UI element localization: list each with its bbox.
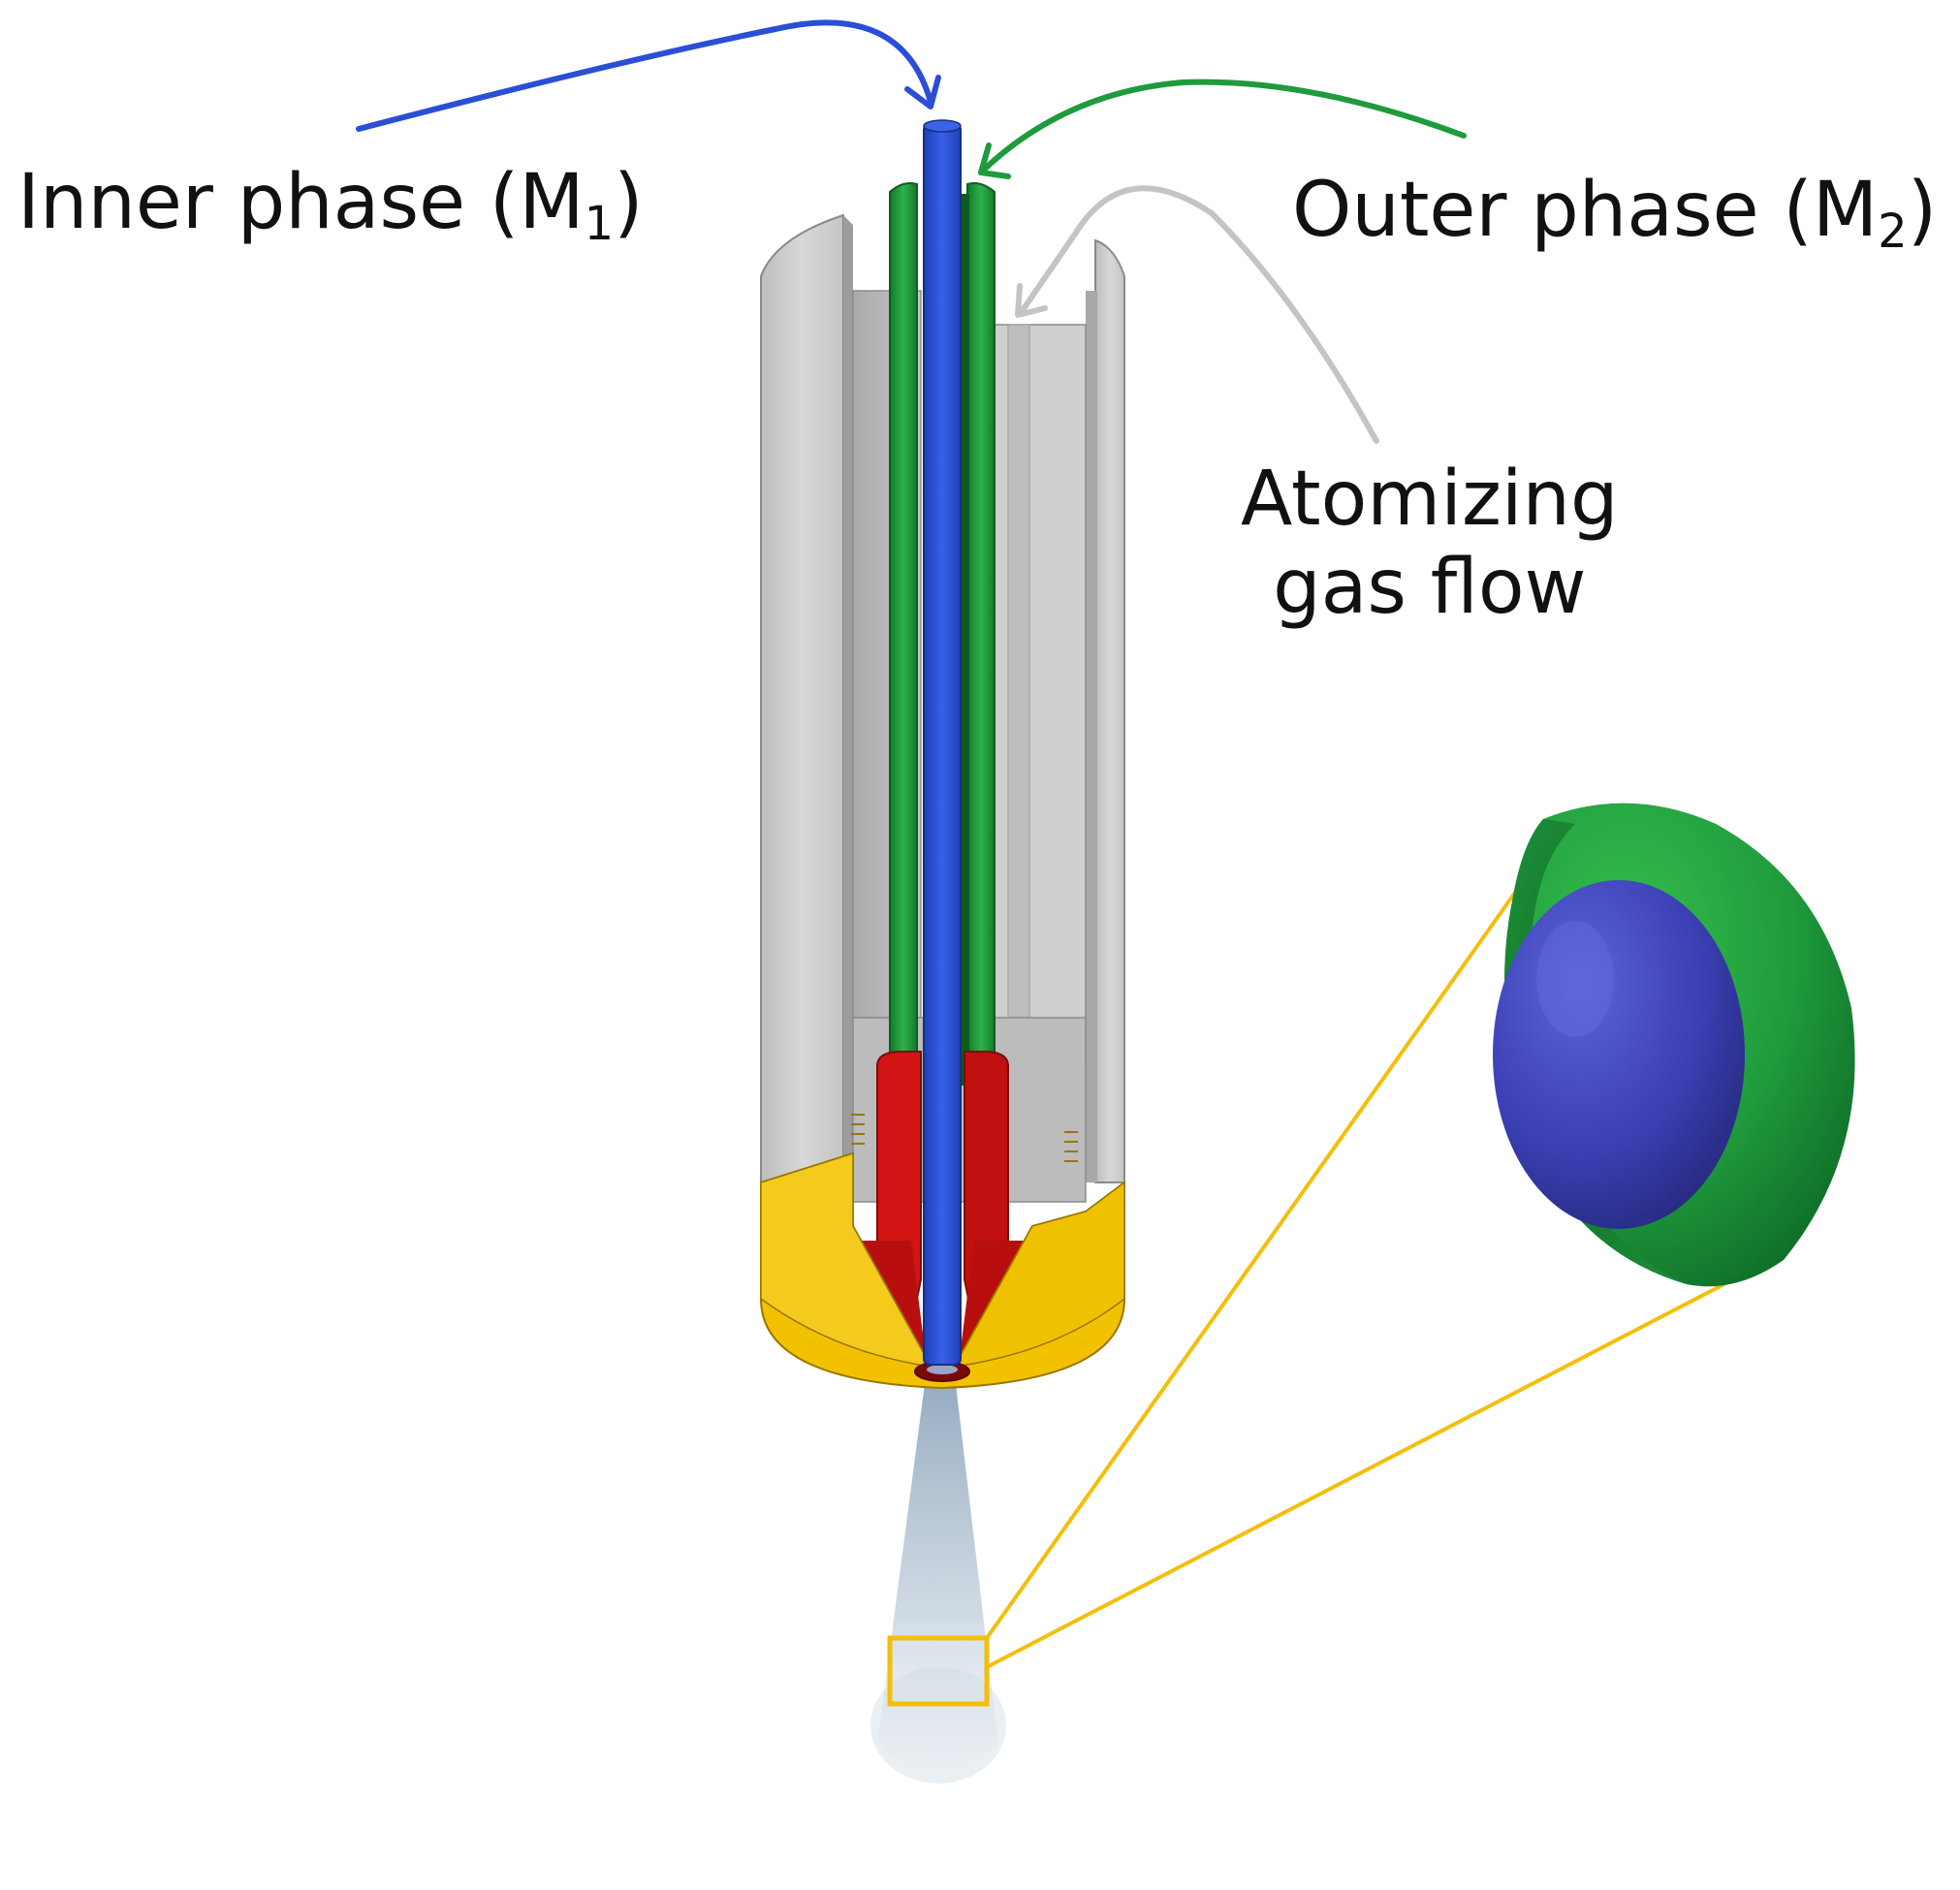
inner-phase-label: Inner phase (M1) xyxy=(17,165,644,247)
outer-phase-arrow xyxy=(978,79,1467,179)
inner-phase-label-close: ) xyxy=(614,159,644,246)
outer-phase-tube xyxy=(889,182,996,1087)
outer-phase-subscript: 2 xyxy=(1878,205,1908,259)
inner-phase-subscript: 1 xyxy=(584,197,615,251)
atomizing-gas-label-line1: Atomizing xyxy=(1241,456,1619,543)
outer-phase-label-close: ) xyxy=(1907,167,1938,254)
nozzle-tip xyxy=(760,1114,1125,1390)
inner-phase-arrow xyxy=(356,19,941,132)
atomizing-gas-label: Atomizing gas flow xyxy=(1241,456,1619,633)
red-insert xyxy=(853,1051,1032,1367)
core-shell-particle xyxy=(1493,803,1855,1287)
nozzle-housing xyxy=(760,213,1125,1203)
inner-phase-tube xyxy=(923,119,962,1366)
atomizing-gas-label-line2: gas flow xyxy=(1273,544,1587,632)
outer-phase-label: Outer phase (M2) xyxy=(1292,173,1937,255)
zoom-callout xyxy=(887,851,1738,1707)
inner-phase-label-text: Inner phase (M xyxy=(17,159,585,246)
outer-phase-label-text: Outer phase (M xyxy=(1292,167,1879,254)
spray-plume xyxy=(870,1376,1006,1783)
gas-flow-arrow xyxy=(1015,185,1379,444)
